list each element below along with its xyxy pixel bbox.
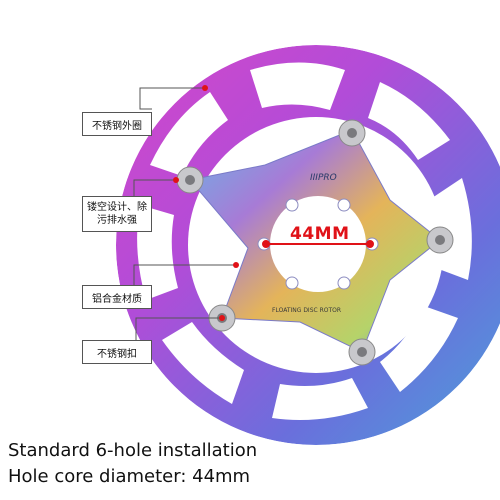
label-hollow-design-line2: 污排水强 bbox=[97, 215, 137, 226]
label-hollow-design: 镂空设计、除 污排水强 bbox=[82, 196, 152, 232]
rivet bbox=[338, 119, 366, 147]
label-outer-ring-text: 不锈钢外圈 bbox=[92, 120, 142, 132]
label-aluminum-body-text: 铝合金材质 bbox=[92, 293, 142, 305]
rivet bbox=[348, 338, 376, 366]
rotor-brand-text: IIIPRO bbox=[310, 173, 337, 183]
label-rivet-text: 不锈钢扣 bbox=[97, 348, 137, 360]
label-rivet: 不锈钢扣 bbox=[82, 340, 152, 364]
rivet bbox=[176, 166, 204, 194]
caption-line-1: Standard 6-hole installation bbox=[8, 440, 258, 461]
label-outer-ring: 不锈钢外圈 bbox=[82, 112, 152, 136]
callout-dots bbox=[173, 85, 239, 321]
dimension-label: 44MM bbox=[290, 224, 350, 244]
label-hollow-design-line1: 镂空设计、除 bbox=[87, 202, 147, 213]
caption-line-2: Hole core diameter: 44mm bbox=[8, 466, 251, 487]
rivet bbox=[426, 226, 454, 254]
label-aluminum-body: 铝合金材质 bbox=[82, 285, 152, 309]
dimension-line bbox=[262, 240, 374, 248]
rotor-model-text: FLOATING DISC ROTOR bbox=[272, 307, 341, 314]
